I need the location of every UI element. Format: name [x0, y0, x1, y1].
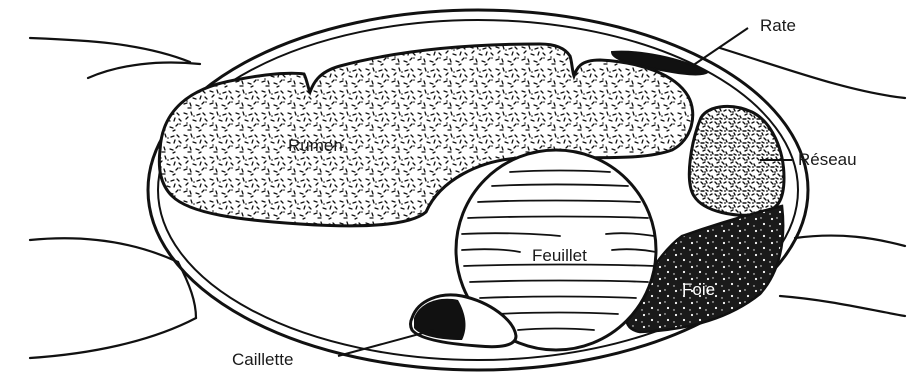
- rate-pointer: [692, 28, 748, 66]
- body-outline-upper-left-inner: [88, 63, 200, 78]
- body-outline-lower-left-bottom: [30, 318, 196, 358]
- label-rumen: Rumen: [288, 136, 343, 156]
- label-rate: Rate: [760, 16, 796, 36]
- label-caillette: Caillette: [232, 350, 293, 370]
- label-foie: Foie: [682, 280, 715, 300]
- body-outline-right-bottom: [780, 296, 905, 316]
- label-reseau: Réseau: [798, 150, 857, 170]
- body-outline-upper-left: [30, 38, 190, 62]
- label-feuillet: Feuillet: [532, 246, 587, 266]
- body-outline-right-mid: [795, 236, 905, 246]
- body-outline-upper-right: [720, 48, 905, 98]
- body-outline-lower-left: [30, 238, 178, 262]
